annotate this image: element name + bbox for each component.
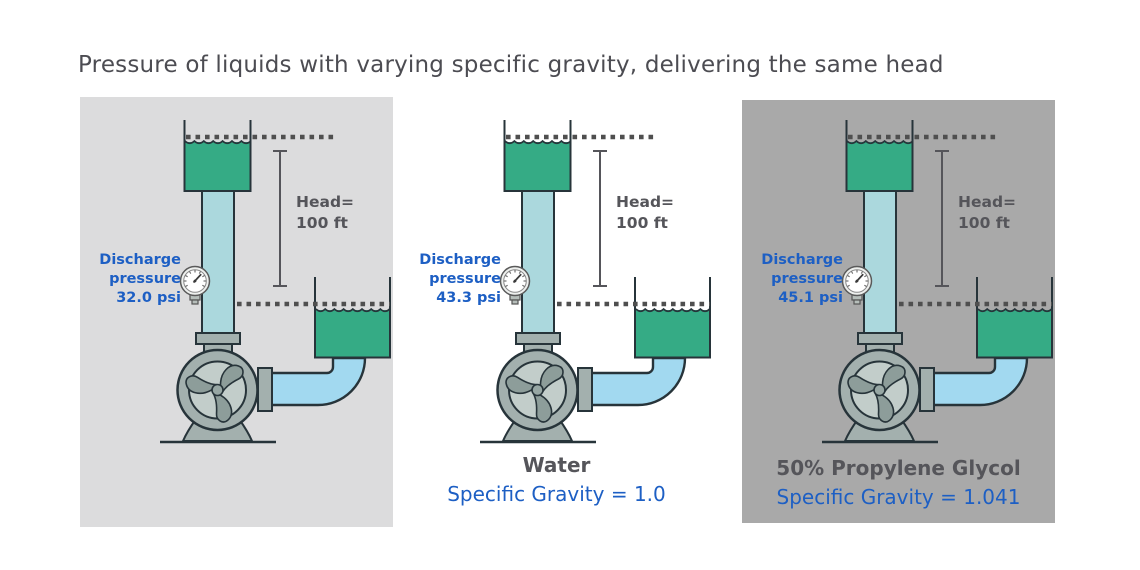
elevated-tank-walls xyxy=(845,120,914,192)
pump-outlet-flange xyxy=(257,367,273,412)
pump xyxy=(822,332,938,444)
discharge-pressure-label-line2: pressure xyxy=(429,271,501,287)
panel-caption-title: Water xyxy=(522,453,591,477)
pump-inlet-flange xyxy=(195,332,241,345)
pump-panel-water: Head= 100 ft xyxy=(400,97,713,527)
riser-pipe xyxy=(521,190,555,338)
riser-pipe xyxy=(201,190,235,338)
pump xyxy=(160,332,276,444)
head-dimension-line xyxy=(935,150,949,287)
discharge-pressure-label-line2: pressure xyxy=(109,271,181,287)
pump-impeller-icon xyxy=(505,364,564,423)
lower-tank xyxy=(314,277,391,359)
pressure-gauge-icon xyxy=(179,265,211,305)
head-label-line2: 100 ft xyxy=(958,214,1010,232)
panel-caption-title: 50% Propylene Glycol xyxy=(776,456,1021,480)
discharge-pressure-label-line1: Discharge xyxy=(419,252,501,268)
discharge-pressure-label-line1: Discharge xyxy=(99,252,181,268)
lower-tank-walls xyxy=(976,277,1053,359)
pressure-gauge-icon xyxy=(499,265,531,305)
pump-panel-baseline: Head= 100 ft xyxy=(80,97,393,527)
discharge-elbow-pipe xyxy=(269,356,367,407)
lower-tank-waterline xyxy=(635,307,711,313)
lower-tank-walls xyxy=(634,277,711,359)
pressure-gauge-icon xyxy=(841,265,873,305)
pump-panel-propylene-glycol: Head= 100 ft xyxy=(742,100,1055,523)
pump-inlet-flange xyxy=(515,332,561,345)
head-dimension-line xyxy=(593,150,607,287)
pump-diagram: Head= 100 ft xyxy=(761,120,1053,444)
pump xyxy=(480,332,596,444)
head-dimension-line xyxy=(273,150,287,287)
discharge-pressure-label-line2: pressure xyxy=(771,271,843,287)
elevated-tank-walls xyxy=(503,120,572,192)
pump-outlet-flange xyxy=(919,367,935,412)
elevated-tank-waterline xyxy=(846,139,914,145)
discharge-pressure-label-line3: 43.3 psi xyxy=(436,290,501,306)
panel-caption-subtitle: Specific Gravity = 1.041 xyxy=(776,485,1021,509)
discharge-pressure-label-line3: 45.1 psi xyxy=(778,290,843,306)
pump-inlet-flange xyxy=(857,332,903,345)
lower-tank xyxy=(634,277,711,359)
riser-pipe xyxy=(863,190,897,338)
lower-tank-water xyxy=(978,310,1051,357)
lower-tank-walls xyxy=(314,277,391,359)
elevated-tank-walls xyxy=(183,120,252,192)
lower-tank-waterline xyxy=(977,307,1053,313)
lower-tank-water xyxy=(636,310,709,357)
figure-title: Pressure of liquids with varying specifi… xyxy=(78,52,944,78)
pump-impeller-icon xyxy=(847,364,906,423)
lower-tank-water xyxy=(316,310,389,357)
head-label-line1: Head= xyxy=(958,193,1016,211)
pump-impeller-icon xyxy=(185,364,244,423)
pump-diagram: Head= 100 ft xyxy=(99,120,391,444)
elevated-tank xyxy=(845,120,914,192)
pump-outlet-flange xyxy=(577,367,593,412)
elevated-tank-waterline xyxy=(184,139,252,145)
head-label-line1: Head= xyxy=(296,193,354,211)
lower-tank xyxy=(976,277,1053,359)
elevated-tank-water xyxy=(847,142,913,191)
pump-diagram: Head= 100 ft xyxy=(419,120,711,444)
head-label-line2: 100 ft xyxy=(616,214,668,232)
panel-caption-subtitle: Specific Gravity = 1.0 xyxy=(447,482,666,506)
discharge-pressure-label-line3: 32.0 psi xyxy=(116,290,181,306)
elevated-tank-water xyxy=(185,142,251,191)
discharge-elbow-pipe xyxy=(589,356,687,407)
elevated-tank xyxy=(183,120,252,192)
head-label-line1: Head= xyxy=(616,193,674,211)
elevated-tank-water xyxy=(505,142,571,191)
elevated-tank-waterline xyxy=(504,139,572,145)
elevated-tank xyxy=(503,120,572,192)
discharge-elbow-pipe xyxy=(931,356,1029,407)
lower-tank-waterline xyxy=(315,307,391,313)
discharge-pressure-label-line1: Discharge xyxy=(761,252,843,268)
head-label-line2: 100 ft xyxy=(296,214,348,232)
